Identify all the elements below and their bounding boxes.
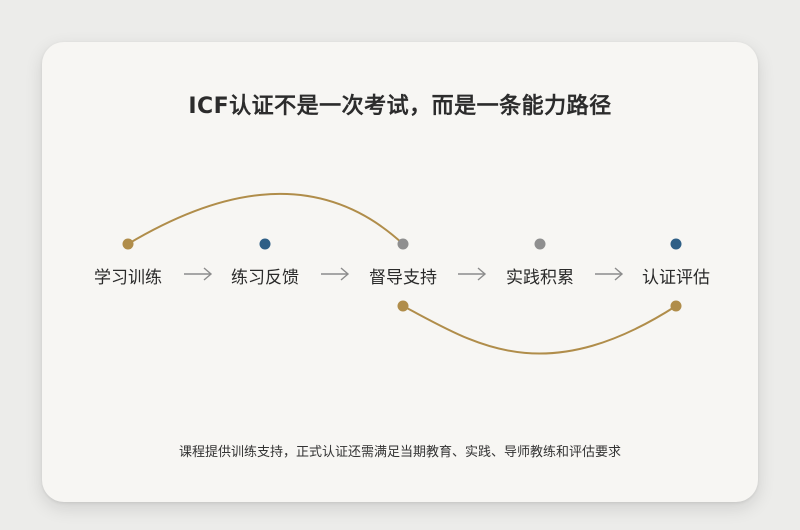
card: ICF认证不是一次考试，而是一条能力路径 学习训练 练习反馈 督导支持 实践积累… bbox=[42, 42, 758, 502]
lower-arc-connector bbox=[402, 305, 677, 355]
step-dot-4 bbox=[534, 238, 546, 250]
lower-arc-start-dot bbox=[397, 300, 409, 312]
arrow-right-icon bbox=[184, 267, 213, 281]
step-label-5: 认证评估 bbox=[642, 268, 710, 288]
step-dot-5 bbox=[670, 238, 682, 250]
arrow-right-icon bbox=[458, 267, 487, 281]
path-diagram bbox=[122, 192, 682, 355]
lower-arc-end-dot bbox=[670, 300, 682, 312]
step-label-4: 实践积累 bbox=[506, 268, 574, 288]
upper-arc-connector bbox=[127, 192, 404, 245]
arrow-right-icon bbox=[595, 267, 624, 281]
step-label-1: 学习训练 bbox=[94, 268, 162, 288]
arrow-right-icon bbox=[321, 267, 350, 281]
step-label-2: 练习反馈 bbox=[231, 268, 299, 288]
step-dot-2 bbox=[259, 238, 271, 250]
page-title: ICF认证不是一次考试，而是一条能力路径 bbox=[188, 94, 612, 119]
footnote: 课程提供训练支持，正式认证还需满足当期教育、实践、导师教练和评估要求 bbox=[178, 445, 621, 460]
step-dot-1 bbox=[122, 238, 134, 250]
step-dot-3 bbox=[397, 238, 409, 250]
step-label-3: 督导支持 bbox=[369, 268, 437, 288]
